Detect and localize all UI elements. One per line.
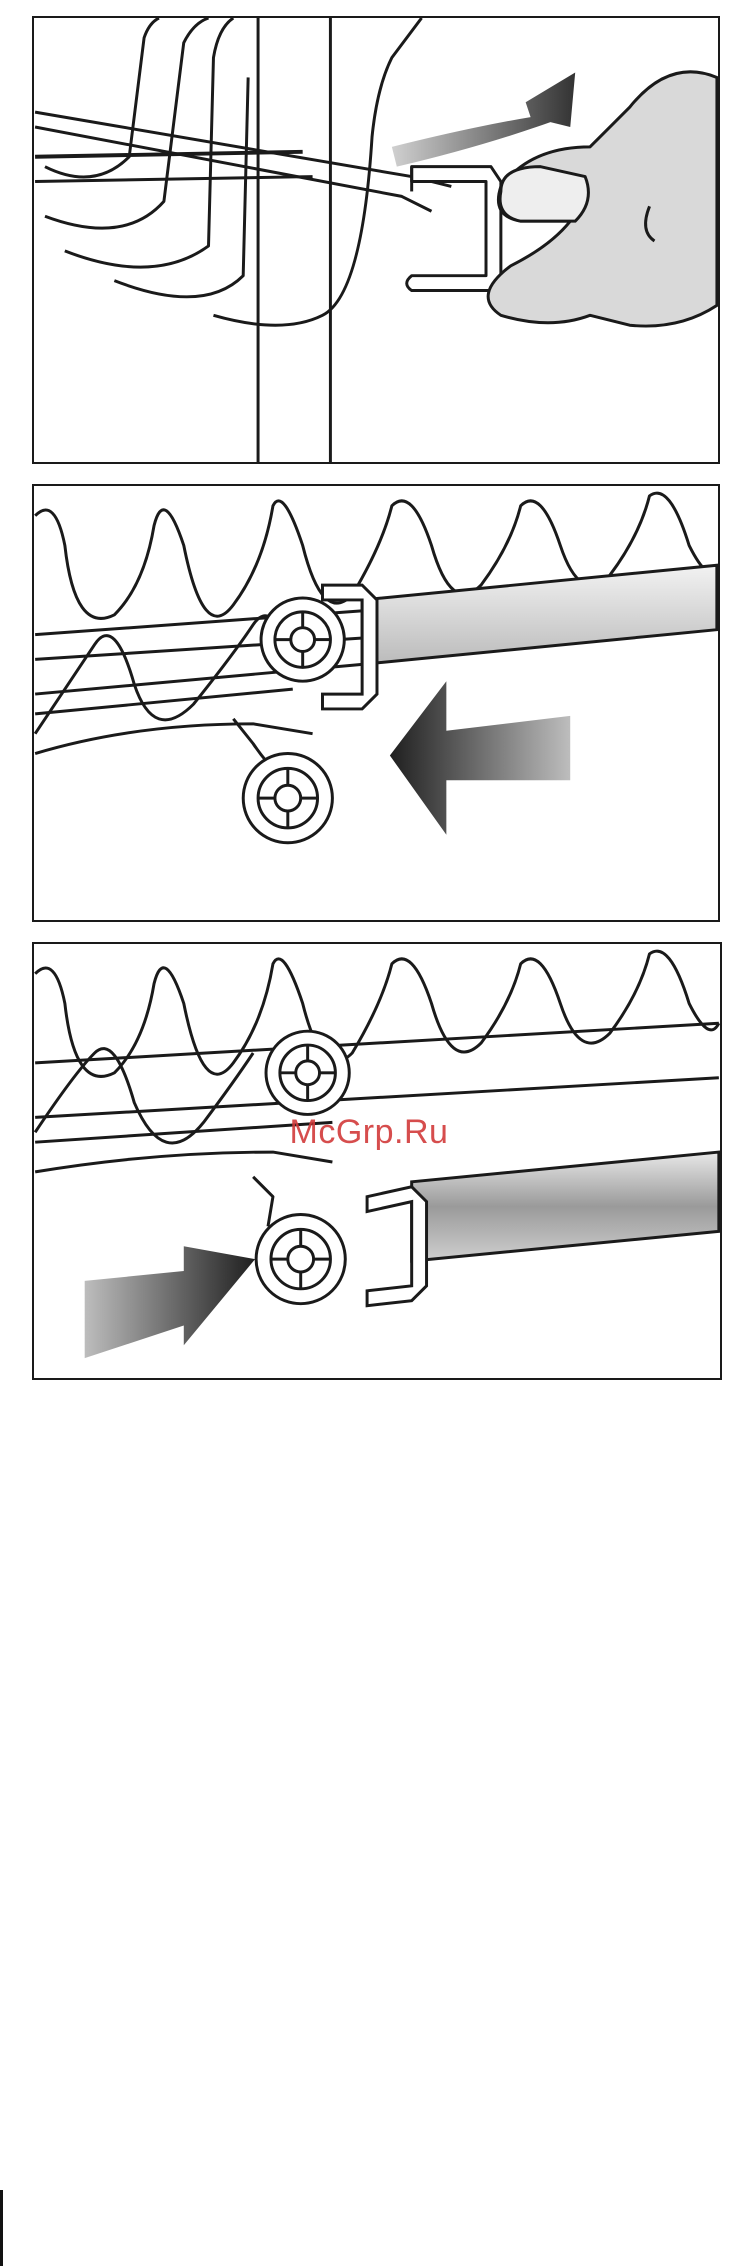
step-3-illustration <box>34 944 720 1378</box>
roller-wheel-inserting-icon <box>256 1215 345 1304</box>
figure-step-2 <box>32 484 720 922</box>
roller-wheel-detached-icon <box>243 754 332 843</box>
roller-wheel-icon <box>261 598 344 681</box>
figure-step-3 <box>32 942 722 1380</box>
page-edge-mark <box>0 2190 3 2266</box>
step-1-illustration <box>34 18 718 462</box>
figure-step-1 <box>32 16 720 464</box>
step-2-illustration <box>34 486 718 920</box>
left-arrow-icon <box>390 681 570 835</box>
watermark-text: McGrp.Ru <box>0 1113 738 1152</box>
roller-wheel-icon <box>266 1031 349 1114</box>
right-arrow-icon <box>85 1246 255 1358</box>
